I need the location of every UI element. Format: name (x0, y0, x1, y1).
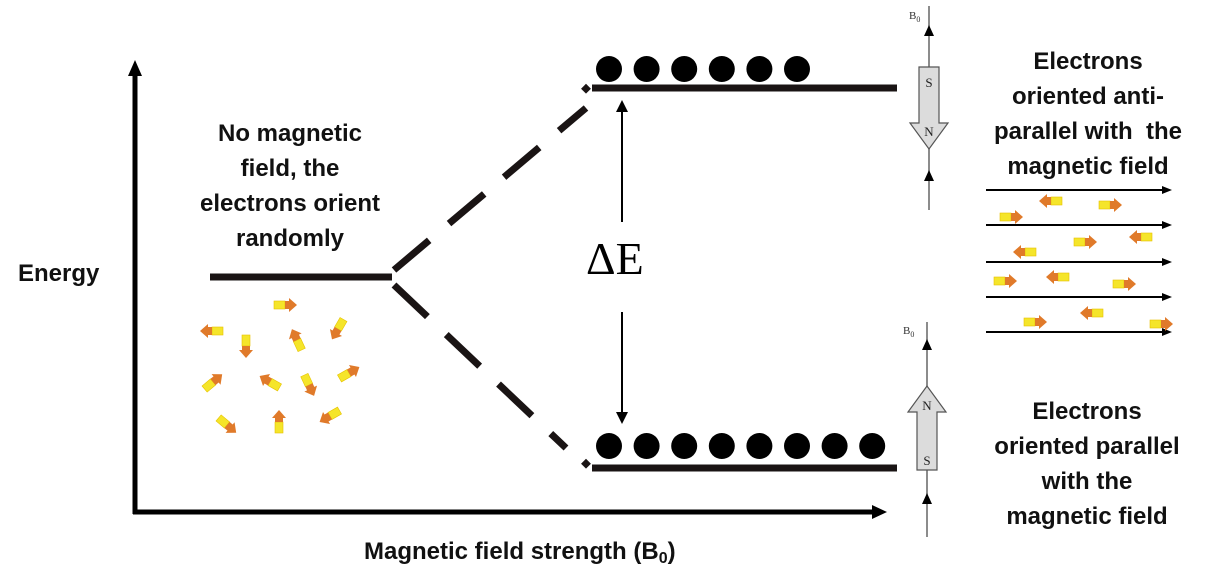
spin-arrow-icon (239, 334, 253, 358)
anti-parallel-annotation: Electrons oriented anti- parallel with t… (968, 44, 1208, 184)
spin-arrow-icon (288, 329, 306, 353)
magnet-down-arrow-icon (908, 66, 950, 151)
y-axis-label: Energy (18, 260, 100, 287)
upper-split-dashed-line (391, 105, 589, 273)
spin-arrow-icon (1013, 245, 1037, 259)
annotation-line: with the (1041, 468, 1133, 495)
annotation-line: oriented anti- (1011, 83, 1164, 110)
spin-arrow-icon (1073, 235, 1097, 249)
field-arrowhead-icon (924, 25, 934, 36)
lower-magnet: N S B0 (903, 322, 948, 537)
electron (784, 433, 810, 459)
field-label: B0 (903, 325, 914, 339)
field-arrowhead-icon (924, 170, 934, 181)
upper-electrons (596, 56, 810, 82)
no-field-annotation: No magnetic field, the electrons orient … (160, 116, 420, 256)
spin-arrow-icon (259, 373, 282, 392)
spin-arrow-icon (329, 317, 348, 340)
lower-split-dashed-line (391, 282, 569, 451)
electron (671, 433, 698, 459)
annotation-line: oriented parallel (994, 433, 1180, 460)
spin-arrow-icon (300, 372, 318, 396)
spin-arrow-icon (272, 410, 286, 434)
upper-level-node (581, 83, 591, 94)
field-label: B0 (909, 10, 920, 24)
y-axis-arrowhead (128, 60, 142, 76)
electron (784, 56, 810, 82)
aligned-electron-spins (993, 194, 1173, 331)
spin-arrow-icon (1039, 194, 1063, 208)
x-axis-arrowhead (872, 505, 887, 519)
electron (708, 56, 735, 82)
electron (746, 433, 773, 459)
annotation-line: Electrons (1033, 48, 1143, 75)
electron (821, 433, 848, 459)
spin-arrow-icon (1098, 198, 1122, 212)
magnet-pole-top: N (922, 398, 932, 413)
annotation-line: No magnetic (217, 120, 363, 147)
magnet-pole-bottom: N (924, 124, 934, 139)
spin-arrow-icon (273, 298, 297, 312)
parallel-annotation: Electrons oriented parallel with the mag… (962, 394, 1212, 534)
annotation-line: magnetic field (1007, 153, 1169, 180)
spin-arrow-icon (319, 406, 342, 425)
spin-arrow-icon (993, 274, 1017, 288)
electron (746, 56, 773, 82)
spin-arrow-icon (215, 414, 237, 433)
annotation-line: magnetic field (1006, 503, 1168, 530)
spin-arrow-icon (201, 374, 223, 393)
annotation-line: randomly (235, 225, 345, 252)
x-axis-label: Magnetic field strength (B0) (364, 538, 676, 567)
lower-electrons (596, 433, 886, 459)
annotation-line: field, the (240, 155, 340, 182)
spin-arrow-icon (200, 324, 224, 338)
magnet-pole-top: S (925, 75, 932, 90)
annotation-line: Electrons (1032, 398, 1142, 425)
annotation-line: parallel with the (993, 118, 1183, 145)
upper-magnet: S N B0 (908, 6, 950, 210)
field-arrowhead-icon (922, 493, 932, 504)
electron (859, 433, 886, 459)
field-arrowhead-icon (1162, 186, 1172, 194)
field-arrowhead-icon (1162, 328, 1172, 336)
delta-e-arrowhead-up (616, 100, 628, 112)
electron (596, 56, 622, 82)
spin-arrow-icon (1046, 270, 1070, 284)
spin-arrow-icon (1129, 230, 1153, 244)
spin-arrow-icon (1112, 277, 1136, 291)
electron (596, 433, 622, 459)
annotation-line: electrons orient (199, 190, 381, 217)
spin-arrow-icon (1080, 306, 1104, 320)
spin-arrow-icon (1023, 315, 1047, 329)
field-arrowhead-icon (1162, 258, 1172, 266)
delta-e-label: ΔE (586, 233, 644, 284)
random-electron-spins (200, 298, 360, 434)
spin-arrow-icon (337, 364, 360, 383)
magnet-up-arrow-icon (906, 384, 948, 471)
electron (708, 433, 735, 459)
field-arrowhead-icon (922, 339, 932, 350)
field-arrowhead-icon (1162, 221, 1172, 229)
delta-e-arrowhead-down (616, 412, 628, 424)
field-arrowhead-icon (1162, 293, 1172, 301)
magnet-pole-bottom: S (923, 453, 930, 468)
electron (671, 56, 698, 82)
lower-level-node (581, 458, 591, 469)
aligned-field-lines (986, 186, 1172, 336)
electron (633, 56, 660, 82)
spin-arrow-icon (999, 210, 1023, 224)
spin-arrow-icon (1149, 317, 1173, 331)
electron (633, 433, 660, 459)
